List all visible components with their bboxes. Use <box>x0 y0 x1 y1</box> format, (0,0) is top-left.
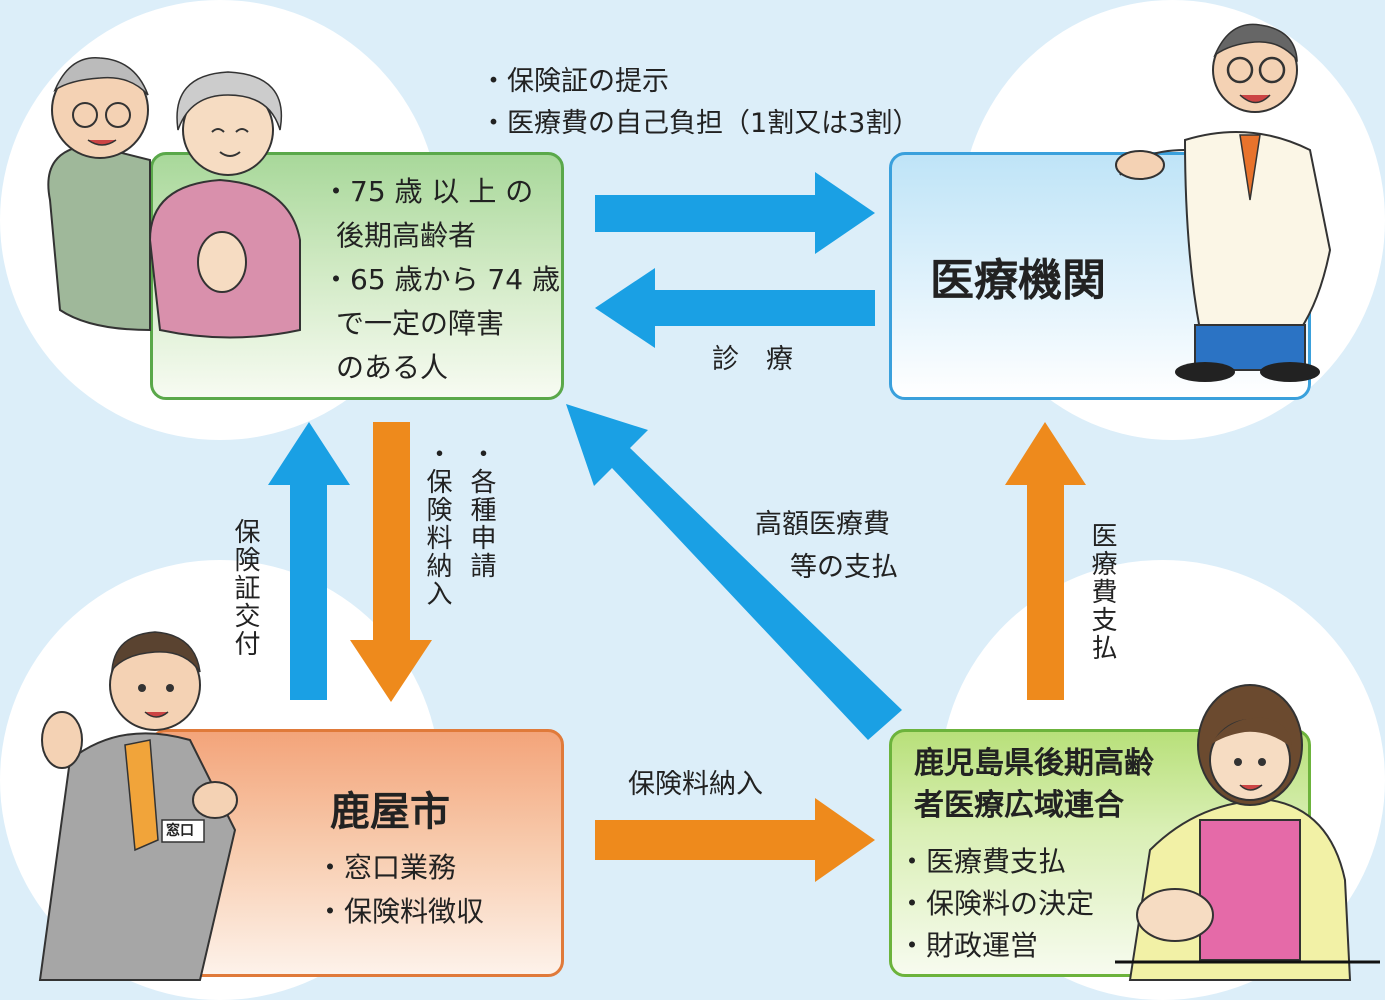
premium-payment-label: 保険料納入 <box>628 769 763 800</box>
arrow-card-issue <box>268 422 350 700</box>
elderly-line-1: ・75 歳 以 上 の <box>322 175 534 208</box>
arrow-treatment <box>595 268 875 348</box>
elderly-line-5: のある人 <box>336 351 449 384</box>
arrow-medical-payment <box>1005 422 1086 700</box>
medical-payment-label: 医療費支払 <box>1087 522 1117 662</box>
elderly-couple-illustration <box>47 57 301 339</box>
union-line-1: ・医療費支払 <box>898 845 1067 878</box>
arrow-to-medical <box>595 172 875 254</box>
union-staff-illustration <box>1115 684 1380 981</box>
elderly-line-3: ・65 歳から 74 歳 <box>322 263 560 296</box>
high-cost-line-2: 等の支払 <box>790 552 898 583</box>
arrow-applications-premium <box>350 422 432 702</box>
arrow-high-cost-payment <box>566 404 902 740</box>
high-cost-line-1: 高額医療費 <box>755 509 890 540</box>
union-title-line-2: 者医療広域連合 <box>914 788 1124 823</box>
top-note-copay: ・医療費の自己負担（1割又は3割） <box>480 108 920 139</box>
treatment-label: 診 療 <box>712 344 793 375</box>
window-badge-label: 窓口 <box>166 823 194 839</box>
doctor-illustration <box>1115 23 1332 382</box>
union-line-3: ・財政運営 <box>898 929 1039 962</box>
applications-label: ・各種申請 <box>466 440 496 580</box>
card-issue-label: 保険証交付 <box>230 518 260 658</box>
union-title-line-1: 鹿児島県後期高齢 <box>914 746 1154 781</box>
elderly-line-4: で一定の障害 <box>336 307 505 340</box>
medical-institution-title: 医療機関 <box>930 255 1106 306</box>
top-note-card: ・保険証の提示 <box>480 66 669 97</box>
clerk-illustration <box>38 631 238 981</box>
elderly-line-2: 後期高齢者 <box>336 219 477 252</box>
arrow-premium-to-union <box>595 798 875 882</box>
city-line-2: ・保険料徴収 <box>316 895 485 928</box>
union-line-2: ・保険料の決定 <box>898 887 1095 920</box>
city-line-1: ・窓口業務 <box>316 851 457 884</box>
premium-payment-vertical-label: ・保険料納入 <box>422 440 452 608</box>
kanoya-city-title: 鹿屋市 <box>330 789 450 835</box>
